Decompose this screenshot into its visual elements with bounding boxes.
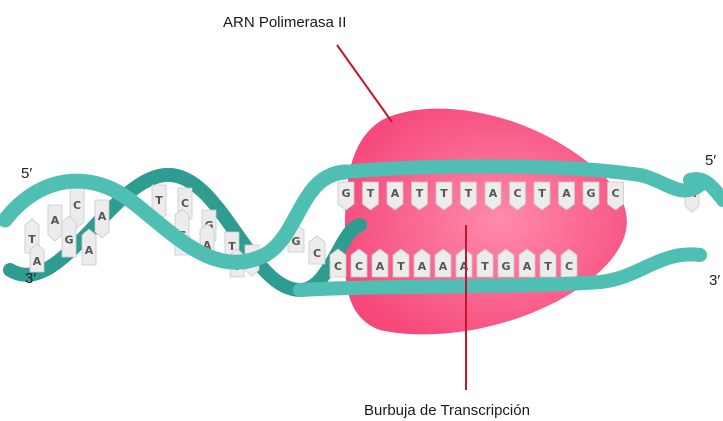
svg-text:A: A	[376, 260, 385, 273]
nucleotide-template-8: A	[456, 249, 472, 277]
left-3prime-label: 3′	[25, 270, 36, 287]
rna-polymerase-body	[345, 109, 627, 335]
svg-text:A: A	[460, 260, 469, 273]
svg-text:A: A	[98, 210, 107, 223]
nucleotide-coding-7: C	[510, 182, 526, 210]
nucleotide-template-7: A	[435, 249, 451, 277]
svg-text:A: A	[562, 187, 571, 200]
svg-text:T: T	[416, 187, 424, 200]
svg-text:T: T	[155, 194, 163, 207]
nucleotide-template-5: T	[393, 249, 409, 277]
svg-text:T: T	[28, 233, 36, 246]
nucleotide-coding-8: T	[534, 182, 550, 210]
svg-text:T: T	[465, 187, 473, 200]
svg-text:G: G	[341, 187, 350, 200]
svg-text:C: C	[334, 260, 342, 273]
nucleotide-template-1: C	[309, 236, 325, 264]
nucleotide-template-12: T	[540, 249, 556, 277]
svg-text:A: A	[51, 214, 60, 227]
nucleotide-template-2: C	[330, 249, 346, 277]
nucleotide-left-bottom-2: G	[62, 216, 76, 257]
nucleotide-template-9: T	[477, 249, 493, 277]
svg-text:G: G	[501, 260, 510, 273]
svg-text:T: T	[440, 187, 448, 200]
nucleotide-left-bottom-1: A	[30, 244, 44, 272]
left-5prime-label: 5′	[21, 165, 32, 182]
nucleotide-coding-3: T	[412, 182, 428, 210]
svg-text:C: C	[513, 187, 521, 200]
bubble-label: Burbuja de Transcripción	[364, 402, 530, 419]
svg-text:G: G	[586, 187, 595, 200]
nucleotide-coding-11: C	[608, 182, 624, 210]
svg-text:C: C	[73, 199, 81, 212]
nucleotide-coding-9: A	[559, 182, 575, 210]
svg-text:T: T	[397, 260, 405, 273]
svg-text:A: A	[439, 260, 448, 273]
svg-text:A: A	[489, 187, 498, 200]
svg-text:G: G	[64, 234, 73, 247]
svg-text:C: C	[565, 260, 573, 273]
svg-text:C: C	[313, 247, 321, 260]
nucleotide-coding-2: A	[387, 182, 403, 210]
nucleotide-left-top-2: A	[95, 200, 109, 238]
svg-text:T: T	[481, 260, 489, 273]
nucleotide-coding-5: T	[461, 182, 477, 210]
nucleotide-coding-10: G	[583, 182, 599, 210]
nucleotide-template-3: C	[351, 249, 367, 277]
nucleotide-template-11: A	[519, 249, 535, 277]
nucleotide-coding-1: T	[363, 182, 379, 210]
svg-text:A: A	[33, 255, 42, 268]
svg-text:C: C	[181, 197, 189, 210]
svg-text:A: A	[391, 187, 400, 200]
svg-text:A: A	[85, 244, 94, 257]
svg-text:C: C	[611, 187, 619, 200]
enzyme-label: ARN Polimerasa II	[223, 14, 346, 31]
right-5prime-label: 5′	[705, 152, 716, 169]
svg-text:T: T	[538, 187, 546, 200]
nucleotide-coding-4: T	[436, 182, 452, 210]
svg-text:A: A	[418, 260, 427, 273]
nucleotide-template-4: A	[372, 249, 388, 277]
nucleotide-coding-0: G	[338, 182, 354, 210]
enzyme-leader-line	[337, 45, 392, 122]
nucleotide-template-6: A	[414, 249, 430, 277]
nucleotide-template-10: G	[498, 249, 514, 277]
nucleotide-template-13: C	[561, 249, 577, 277]
svg-text:T: T	[544, 260, 552, 273]
svg-text:T: T	[367, 187, 375, 200]
nucleotide-coding-6: A	[485, 182, 501, 210]
svg-text:C: C	[355, 260, 363, 273]
svg-text:A: A	[523, 260, 532, 273]
nucleotide-left-top-0: A	[48, 205, 62, 241]
nucleotide-left-bottom-3: A	[82, 229, 96, 265]
right-3prime-label: 3′	[709, 272, 720, 289]
